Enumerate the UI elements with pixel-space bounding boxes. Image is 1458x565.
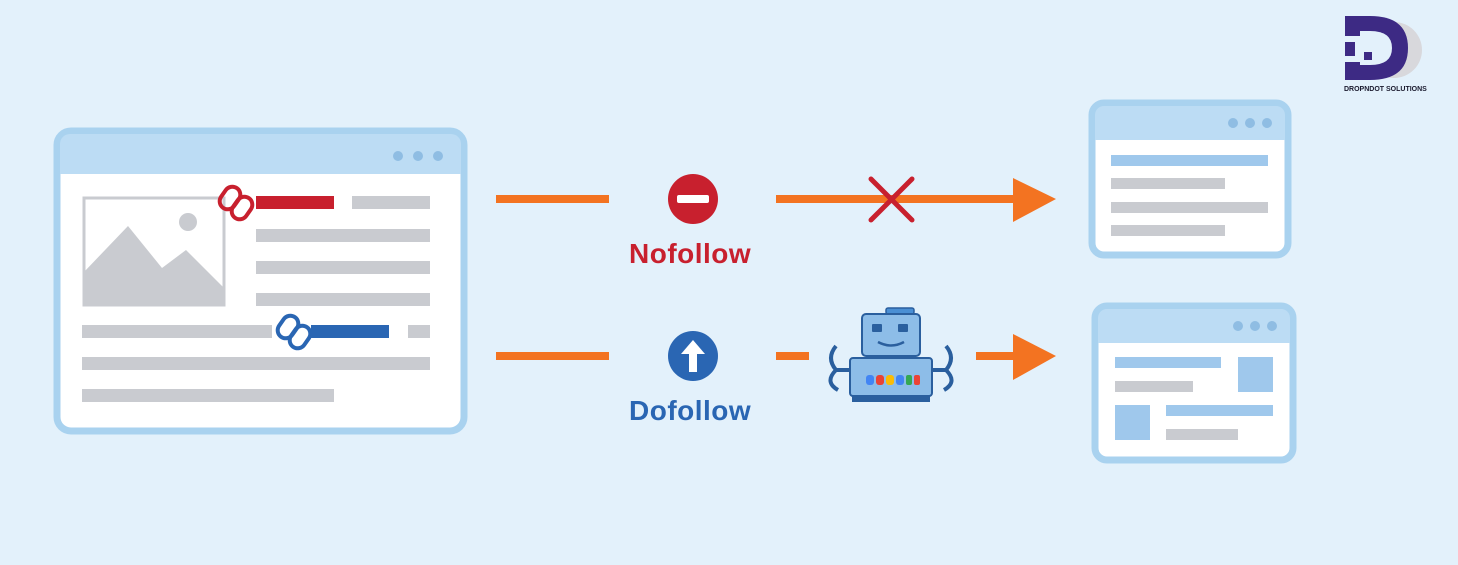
robot-right-claw [932, 344, 954, 392]
window-dots [393, 151, 443, 161]
dofollow-label: Dofollow [629, 395, 752, 426]
target-page-dofollow [1091, 302, 1297, 464]
dofollow-link [275, 313, 389, 351]
image-placeholder-icon [82, 196, 226, 307]
nofollow-flow [496, 174, 1056, 224]
logo-text: DROPNDOT SOLUTIONS [1344, 86, 1427, 93]
google-color-dots [866, 375, 920, 385]
robot-icon [828, 307, 954, 402]
dofollow-flow [496, 307, 1056, 402]
robot-left-claw [828, 344, 850, 392]
target-page-nofollow [1088, 99, 1292, 259]
no-entry-icon [668, 174, 718, 224]
x-mark-icon [868, 176, 915, 223]
chain-link-red-icon [217, 184, 255, 222]
nofollow-link [217, 184, 334, 222]
nofollow-label: Nofollow [629, 238, 752, 269]
up-arrow-icon [668, 331, 718, 381]
source-page-window [53, 127, 468, 435]
chain-link-blue-icon [275, 313, 313, 351]
dropndot-logo [1345, 16, 1422, 80]
